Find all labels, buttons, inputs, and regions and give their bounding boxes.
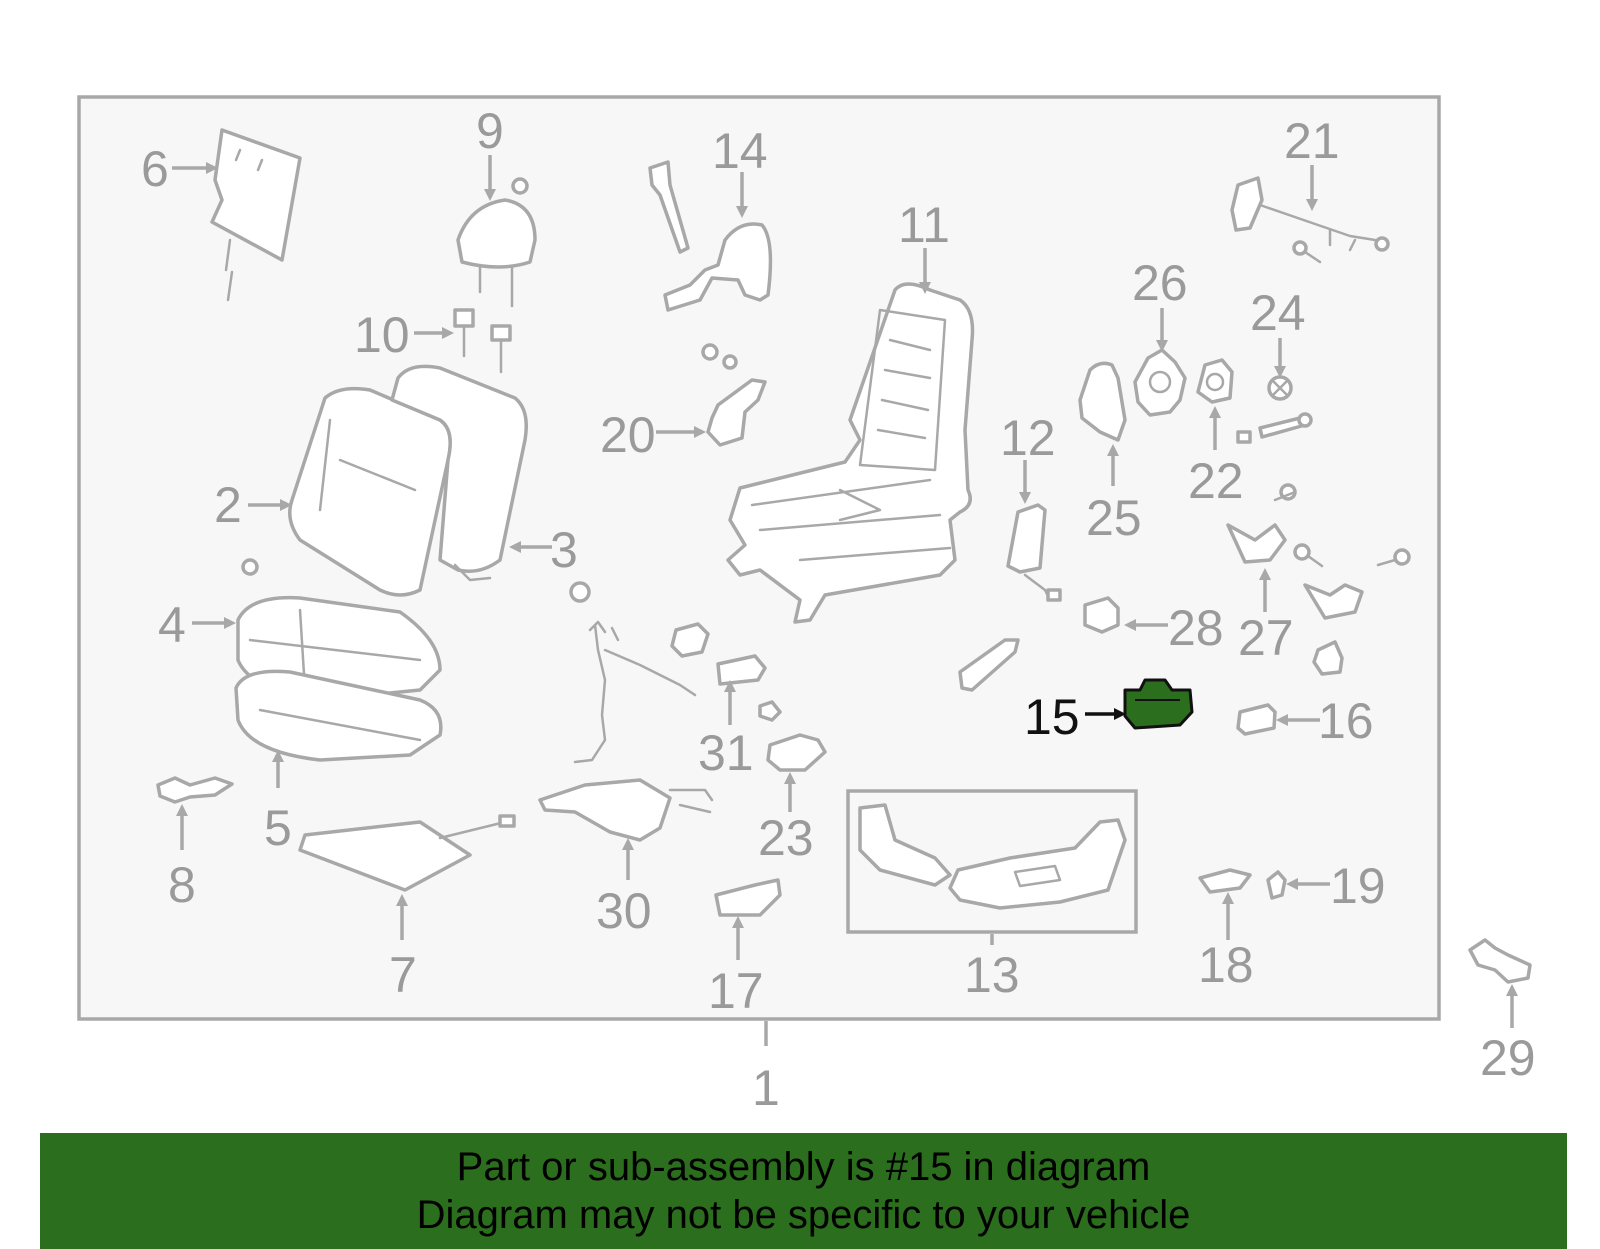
- part-20: [656, 343, 767, 447]
- part-26: [1133, 308, 1187, 417]
- callout-29: 29: [1480, 1030, 1536, 1086]
- callout-12: 12: [1000, 410, 1056, 466]
- part-28: [1083, 596, 1168, 634]
- part-9: [456, 155, 537, 308]
- callout-28: 28: [1168, 600, 1224, 656]
- callout-23: 23: [758, 810, 814, 866]
- banner-line-1: Part or sub-assembly is #15 in diagram: [456, 1145, 1151, 1189]
- part-31: [670, 622, 782, 725]
- callout-7: 7: [389, 947, 417, 1003]
- callout-5: 5: [264, 800, 292, 856]
- part-19: [1266, 870, 1330, 900]
- part-12: [1006, 460, 1062, 602]
- info-banner: Part or sub-assembly is #15 in diagram D…: [40, 1133, 1567, 1249]
- callout-13: 13: [964, 947, 1020, 1003]
- callout-18: 18: [1198, 937, 1254, 993]
- callout-1: 1: [752, 1060, 780, 1116]
- callout-31: 31: [698, 725, 754, 781]
- callout-20: 20: [600, 407, 656, 463]
- callout-14: 14: [712, 123, 768, 179]
- callout-8: 8: [168, 857, 196, 913]
- callout-19: 19: [1330, 858, 1386, 914]
- callout-27: 27: [1238, 610, 1294, 666]
- part-6: [172, 128, 302, 302]
- callout-3: 3: [550, 522, 578, 578]
- callout-2: 2: [214, 477, 242, 533]
- callout-6: 6: [141, 141, 169, 197]
- callout-11: 11: [898, 197, 950, 253]
- callout-24: 24: [1250, 285, 1306, 341]
- part-11: [726, 248, 975, 624]
- callout-15: 15: [1024, 689, 1080, 745]
- part-24: [1236, 338, 1313, 444]
- callout-10: 10: [354, 307, 410, 363]
- part-30: [538, 620, 714, 880]
- part-15: [1085, 678, 1194, 730]
- part-13: [846, 789, 1138, 945]
- part-22: [1196, 358, 1234, 450]
- callout-25: 25: [1086, 490, 1142, 546]
- part-23: [766, 733, 827, 812]
- callout-16: 16: [1318, 693, 1374, 749]
- callout-9: 9: [476, 103, 504, 159]
- part-2: [248, 386, 452, 597]
- callout-26: 26: [1132, 255, 1188, 311]
- callout-22: 22: [1188, 453, 1244, 509]
- part-misc-washers: [569, 581, 1020, 692]
- part-7: [298, 814, 516, 940]
- part-10: [414, 308, 512, 374]
- part-14: [648, 160, 773, 312]
- callout-4: 4: [158, 597, 186, 653]
- part-16: [1236, 703, 1320, 736]
- banner-line-2: Diagram may not be specific to your vehi…: [416, 1193, 1191, 1237]
- callout-30: 30: [596, 883, 652, 939]
- part-18: [1198, 868, 1252, 940]
- part-3: [390, 364, 552, 582]
- part-27: [1226, 483, 1411, 676]
- part-21: [1230, 165, 1390, 264]
- part-8: [156, 776, 234, 850]
- callout-21: 21: [1284, 113, 1340, 169]
- callout-17: 17: [708, 963, 764, 1019]
- part-5: [234, 669, 443, 788]
- part-25: [1078, 361, 1127, 486]
- part-29: [1468, 938, 1532, 1028]
- part-17: [714, 878, 782, 960]
